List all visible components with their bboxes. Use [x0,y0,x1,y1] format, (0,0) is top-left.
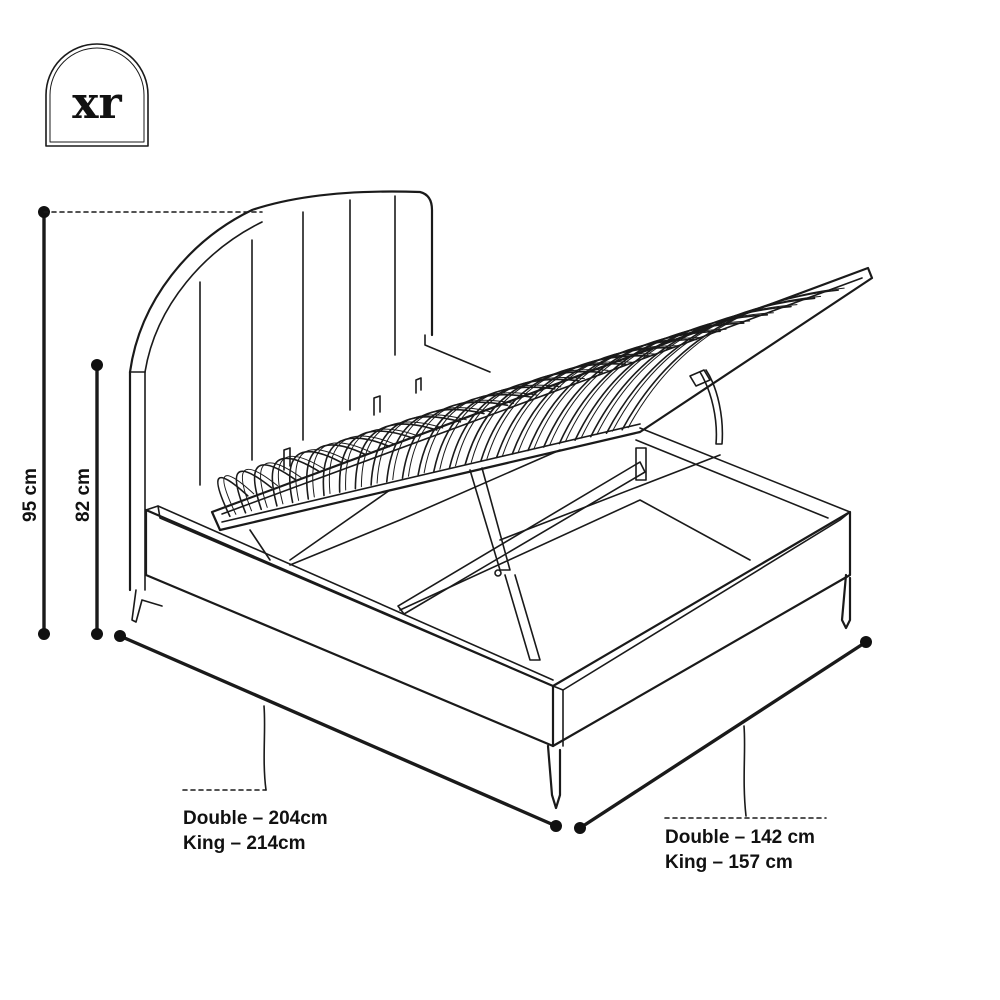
slat [217,477,249,518]
slat [288,450,344,504]
slat [417,393,532,476]
slat [464,370,603,466]
headboard [128,190,434,623]
length-king-label: King – 214cm [183,833,306,854]
slat-edge [486,361,633,460]
slat-edge [241,468,278,512]
slat-edge [260,462,302,508]
slat [605,297,816,434]
slat [621,289,839,431]
slat-edge [470,369,609,463]
slat-edge [502,353,656,456]
height-82-dimension: 82 cm [73,359,103,640]
slat [338,430,414,493]
slatted-platform [210,266,874,661]
slat-edge [517,345,680,453]
height-95-label: 95 cm [20,468,41,522]
width-dimension: Double – 142 cm King – 157 cm [574,636,872,873]
slat [589,305,792,438]
slat-edge [407,399,515,477]
slat-edge [328,435,396,494]
slat [433,386,556,473]
slat [271,457,320,507]
slat-edge [627,287,845,429]
logo-text: xr [72,78,122,129]
slat-edge [312,442,373,498]
slat [322,437,391,497]
slat [253,464,296,511]
slat-edge [423,392,538,474]
brand-logo: xr [45,43,149,147]
slat-edge [455,377,585,467]
bed-base [144,334,852,810]
length-double-label: Double – 204cm [183,808,328,829]
slat-edge [295,449,349,501]
slat-edge [376,414,467,484]
slat-edge [611,295,822,432]
slat [370,416,462,486]
slat [354,423,438,490]
slat-edge [223,475,255,515]
slat-edge [439,384,562,470]
slat [527,338,698,452]
slat-edge [277,455,326,505]
width-king-label: King – 157 cm [665,852,793,873]
height-95-dimension: 95 cm [20,206,263,640]
length-dimension: Double – 204cm King – 214cm [114,630,562,854]
width-double-label: Double – 142 cm [665,827,815,848]
platform-slats [217,287,845,518]
height-82-label: 82 cm [73,468,94,522]
slat-edge [596,304,798,436]
